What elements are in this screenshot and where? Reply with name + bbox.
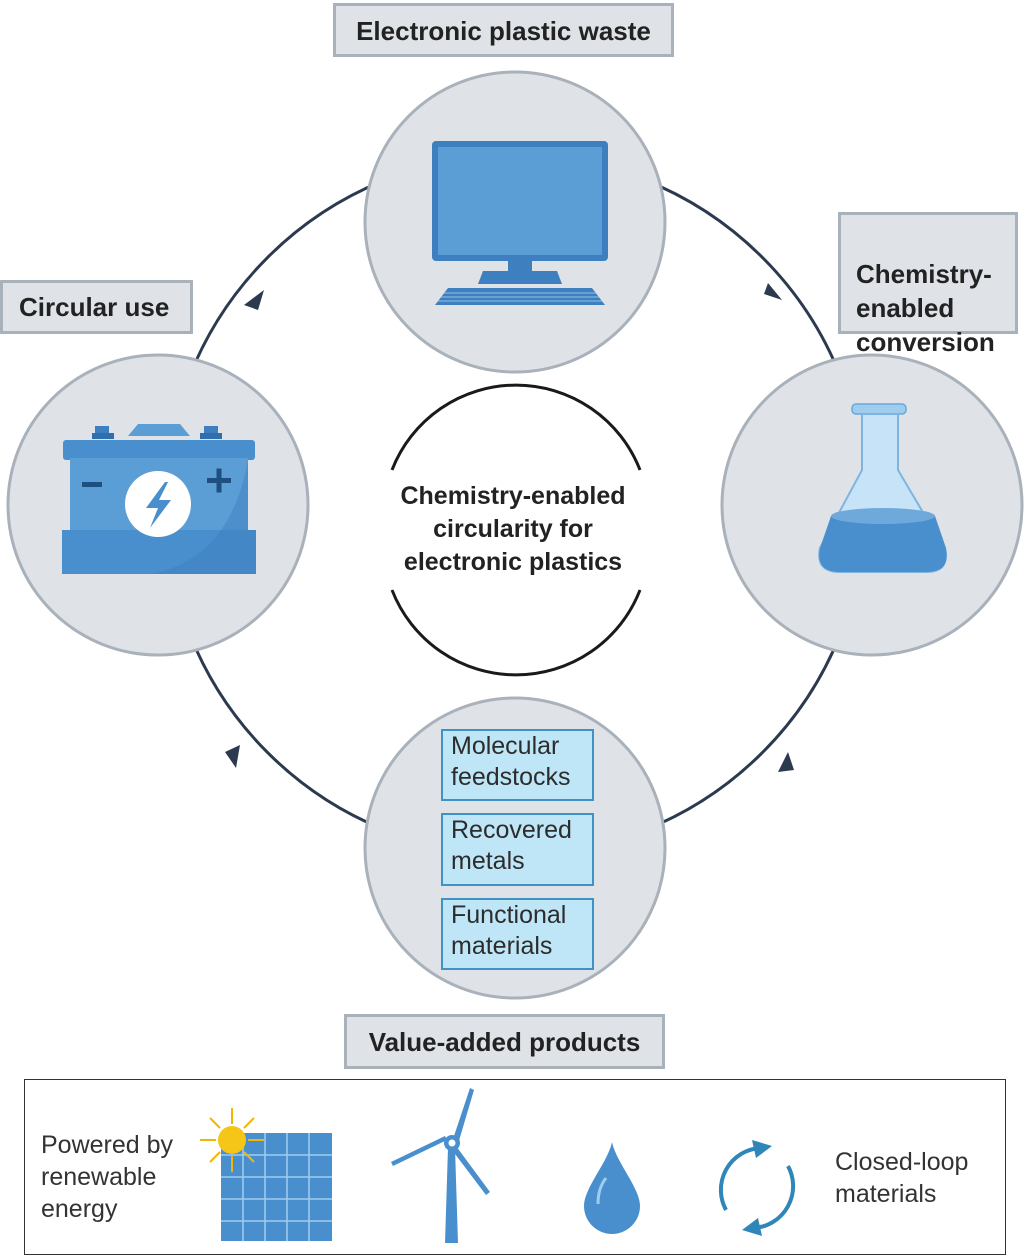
center-ring — [390, 383, 642, 677]
stage-bottom-text: Value-added products — [368, 1027, 641, 1057]
center-line-3: electronic plastics — [403, 548, 623, 576]
center-line-2: circularity for — [433, 515, 593, 543]
arrow-bottom-left — [225, 745, 240, 768]
product-box-functional-materials: Functional materials — [441, 898, 594, 970]
flask-icon — [818, 403, 947, 573]
legend-closed-loop-text: Closed-loop materials — [835, 1148, 969, 1208]
stage-right-text: Chemistry- enabled conversion — [856, 259, 995, 357]
arrow-bottom-right — [778, 752, 794, 772]
arrow-top-left — [244, 290, 264, 310]
stage-label-right: Chemistry- enabled conversion — [838, 212, 1018, 357]
stage-left-text: Circular use — [19, 292, 170, 322]
product-box-molecular-feedstocks: Molecular feedstocks — [441, 729, 594, 801]
water-drop-icon — [584, 1142, 640, 1234]
legend-box — [24, 1079, 1006, 1255]
arrow-top-right — [764, 283, 782, 300]
stage-label-top: Electronic plastic waste — [333, 3, 674, 57]
wind-turbine-icon — [391, 1088, 490, 1243]
battery-icon — [62, 424, 256, 574]
stage-label-left: Circular use — [0, 280, 193, 334]
recycle-arrows-icon — [718, 1140, 796, 1236]
stage-top-text: Electronic plastic waste — [356, 16, 651, 46]
cycle-arrows — [225, 283, 794, 772]
legend-renewable-energy-text: Powered by renewable energy — [41, 1131, 174, 1223]
center-line-1: Chemistry-enabled — [400, 482, 626, 510]
center-title: Chemistry-enabled circularity for electr… — [372, 480, 654, 579]
stage-label-bottom: Value-added products — [344, 1014, 665, 1069]
computer-icon — [432, 141, 608, 305]
product-box-recovered-metals: Recovered metals — [441, 813, 594, 886]
solar-panel-icon — [200, 1108, 332, 1241]
